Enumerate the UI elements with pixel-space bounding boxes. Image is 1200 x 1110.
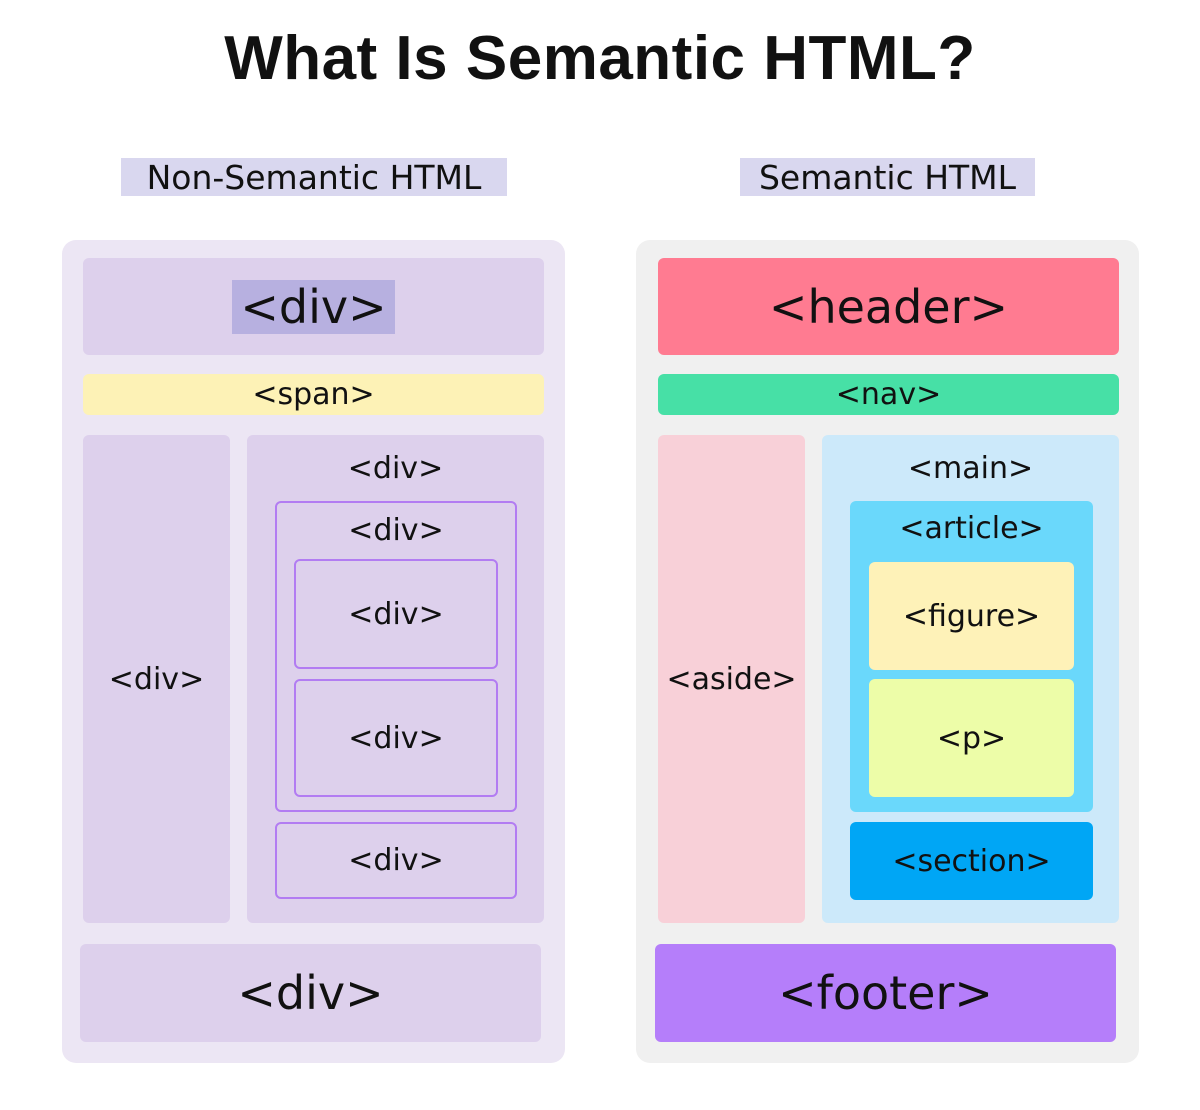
span-block: <span> <box>83 374 544 415</box>
non-semantic-sidebar-block: <div> <box>83 435 230 923</box>
non-semantic-inner-container-label: <div> <box>348 513 444 548</box>
figure-block: <figure> <box>869 562 1074 670</box>
non-semantic-inner-box-2: <div> <box>294 679 498 797</box>
p-block: <p> <box>869 679 1074 797</box>
header-block: <header> <box>658 258 1119 355</box>
non-semantic-footer-block: <div> <box>80 944 541 1042</box>
non-semantic-inner-box-1: <div> <box>294 559 498 669</box>
page-title: What Is Semantic HTML? <box>224 23 976 93</box>
main-label: <main> <box>907 451 1034 486</box>
article-label: <article> <box>899 511 1044 546</box>
non-semantic-content-label: <div> <box>347 451 444 486</box>
non-semantic-header-label: <div> <box>232 279 395 334</box>
aside-block: <aside> <box>658 435 805 923</box>
footer-block: <footer> <box>655 944 1116 1042</box>
non-semantic-lower-box: <div> <box>275 822 517 899</box>
non-semantic-heading: Non-Semantic HTML <box>121 158 507 197</box>
nav-block: <nav> <box>658 374 1119 415</box>
non-semantic-inner-container: <div> <box>275 501 517 812</box>
section-block: <section> <box>850 822 1093 900</box>
semantic-heading: Semantic HTML <box>740 158 1035 197</box>
non-semantic-header-block: <div> <box>83 258 544 355</box>
